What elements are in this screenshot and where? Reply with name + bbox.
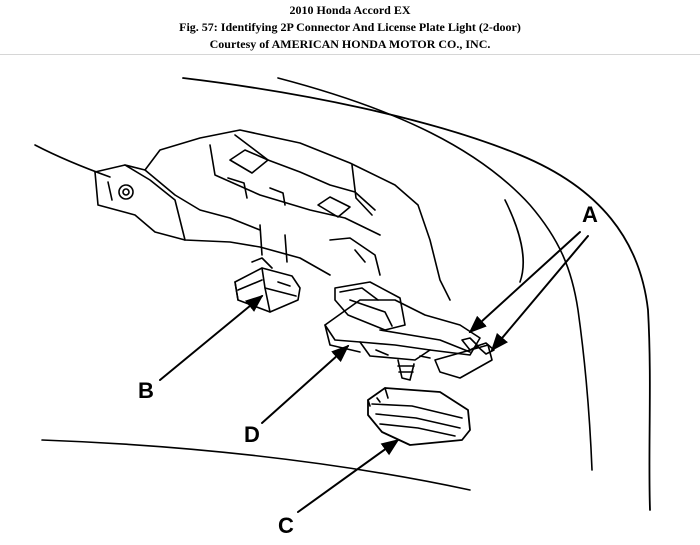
figure-title: Fig. 57: Identifying 2P Connector And Li… <box>179 20 521 34</box>
diagram-figure: A B D C <box>0 55 700 545</box>
courtesy-line: Courtesy of AMERICAN HONDA MOTOR CO., IN… <box>209 37 491 51</box>
line-drawing: A B D C <box>34 77 651 538</box>
callout-c: C <box>278 513 294 538</box>
figure-caption: 2010 Honda Accord EX Fig. 57: Identifyin… <box>0 0 700 54</box>
callout-a: A <box>582 202 598 227</box>
arrow-a-left <box>468 231 581 334</box>
trunk-lid-outline <box>34 77 651 511</box>
arrow-b <box>159 294 264 381</box>
caption-divider <box>0 54 700 55</box>
vehicle-title: 2010 Honda Accord EX <box>289 3 411 17</box>
arrow-d <box>261 344 350 424</box>
light-housing-bracket <box>94 129 451 301</box>
leader-arrows <box>159 231 589 513</box>
connector-2p <box>234 257 301 313</box>
callout-d: D <box>244 422 260 447</box>
light-socket <box>324 281 495 381</box>
arrow-c <box>297 438 400 513</box>
callout-b: B <box>138 378 154 403</box>
light-lens <box>367 387 471 446</box>
arrow-a-right <box>490 235 589 352</box>
